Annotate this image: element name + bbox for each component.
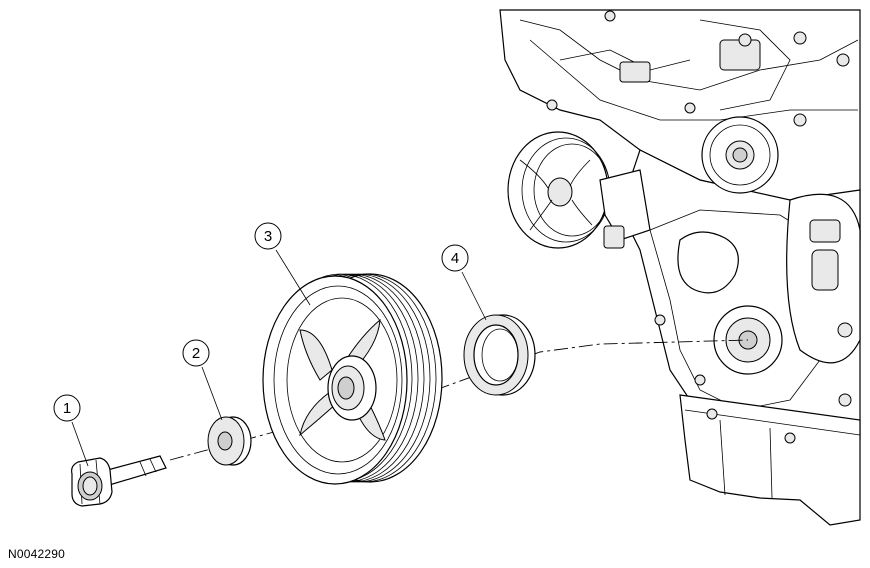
callout-4: 4 <box>441 244 487 321</box>
callout-1: 1 <box>53 394 89 467</box>
callout-3: 3 <box>254 222 311 306</box>
callout-3-number: 3 <box>264 228 272 245</box>
callout-2: 2 <box>182 339 223 421</box>
washer <box>207 416 252 466</box>
callout-4-number: 4 <box>451 250 459 267</box>
crankshaft-pulley <box>262 273 443 485</box>
front-crankshaft-seal <box>463 314 536 396</box>
engine-front-cover-assembly <box>499 9 861 526</box>
assembly-centerline <box>169 339 749 461</box>
callout-1-number: 1 <box>63 400 71 417</box>
crankshaft-pulley-bolt <box>71 455 167 507</box>
figure-id-label: N0042290 <box>8 547 65 561</box>
callout-2-number: 2 <box>192 345 200 362</box>
